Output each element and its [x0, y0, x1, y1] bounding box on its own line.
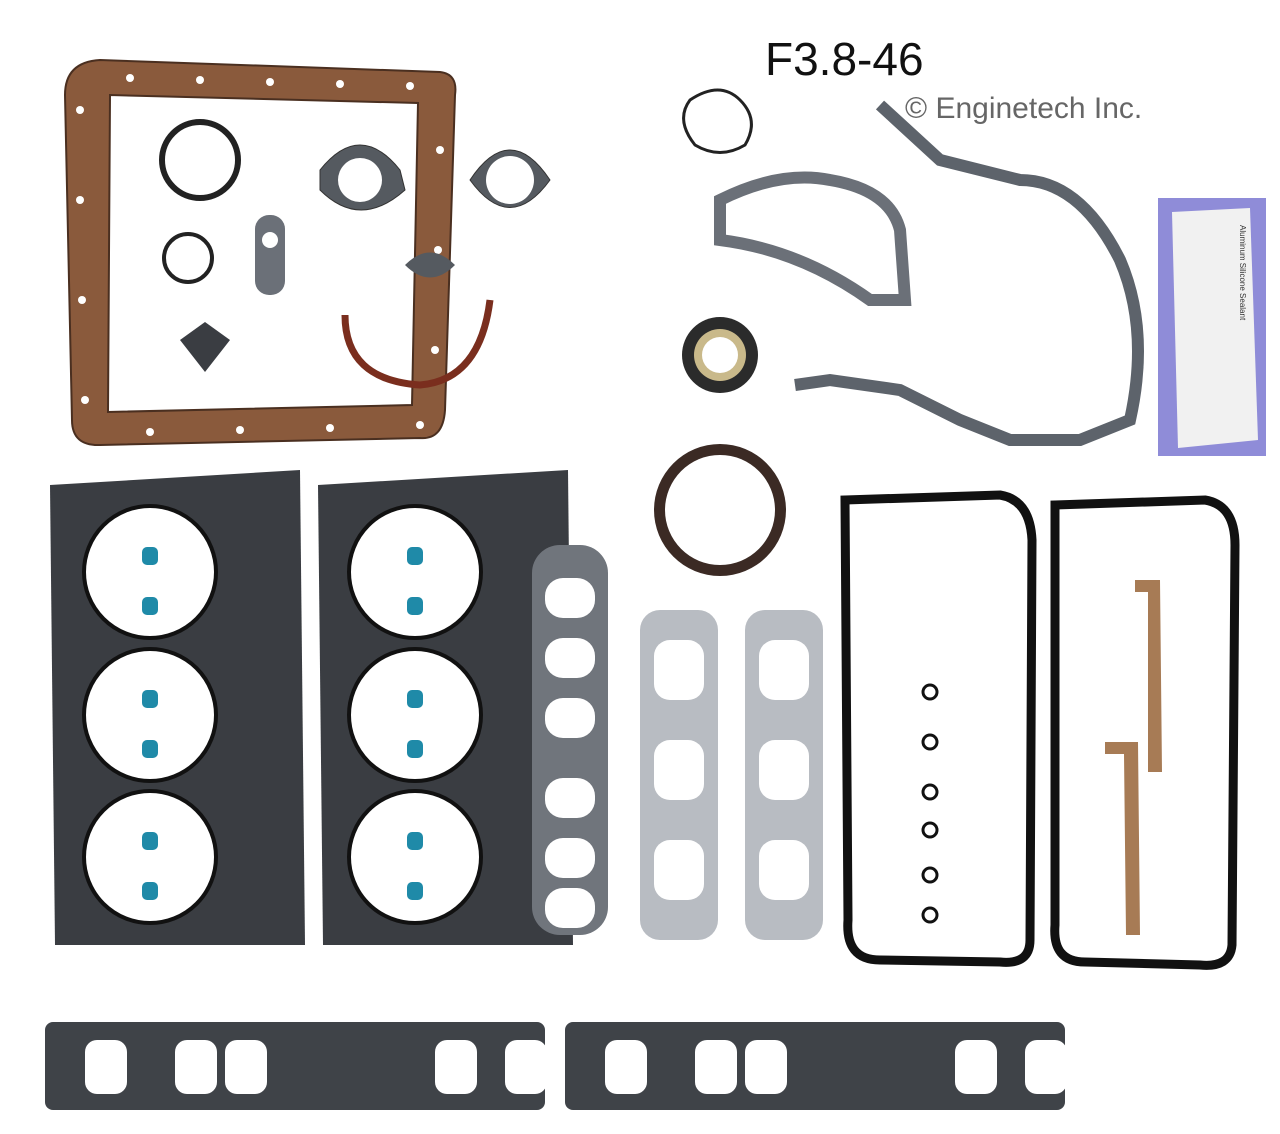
port-opening [545, 698, 595, 738]
valve-stem-seal [407, 597, 423, 615]
valve-stem-seal [407, 690, 423, 708]
bolt-hole [406, 82, 414, 90]
intake-port [745, 1040, 787, 1094]
bolt-hole [146, 428, 154, 436]
valve-seal-o-ring [921, 906, 939, 924]
valve-stem-seal [142, 597, 158, 615]
intake-port [225, 1040, 267, 1094]
oil-pan-bolt-holes [76, 74, 444, 436]
cylinder-bore [347, 504, 483, 640]
cylinder-bore [347, 647, 483, 783]
valve-seal-o-ring [921, 733, 939, 751]
copyright-watermark: © Enginetech Inc. [905, 92, 1143, 125]
exhaust-port [654, 640, 704, 700]
intake-port [695, 1040, 737, 1094]
bolt-hole [236, 426, 244, 434]
exhaust-port [654, 740, 704, 800]
valve-stem-seal [142, 690, 158, 708]
thermostat-seal [682, 88, 753, 154]
oil-pan-gasket [63, 58, 457, 447]
bolt-hole [266, 78, 274, 86]
exhaust-port [759, 840, 809, 900]
intake-port [85, 1040, 127, 1094]
cork-strip [1105, 742, 1140, 935]
port-opening [545, 778, 595, 818]
valve-stem-seal [142, 547, 158, 565]
valve-stem-seal [407, 740, 423, 758]
valve-stem-seal [407, 547, 423, 565]
iac-gasket [180, 322, 230, 372]
exhaust-port [654, 840, 704, 900]
exhaust-port [759, 740, 809, 800]
cylinder-bore [82, 789, 218, 925]
intake-port [1025, 1040, 1067, 1094]
o-ring-large [159, 119, 241, 201]
cylinder-bore [82, 504, 218, 640]
exhaust-port [759, 640, 809, 700]
intake-port [505, 1040, 547, 1094]
port-opening [545, 638, 595, 678]
valve-seal-o-ring [921, 866, 939, 884]
plenum-gasket [532, 545, 608, 935]
valve-seal-o-ring [921, 783, 939, 801]
bolt-hole [434, 246, 442, 254]
bolt-hole [78, 296, 86, 304]
port-opening [545, 578, 595, 618]
bolt-hole [81, 396, 89, 404]
intake-manifold-gasket [45, 1022, 545, 1110]
intake-port [175, 1040, 217, 1094]
valve-cover-gasket-right [1050, 495, 1240, 970]
intake-port [605, 1040, 647, 1094]
bolt-hole [76, 196, 84, 204]
valve-stem-seal [407, 832, 423, 850]
crescent-seal [341, 299, 494, 389]
sealant-packet: Aluminum Silicone Sealant [1158, 198, 1266, 456]
part-number: F3.8-46 [765, 33, 924, 85]
egr-gasket [255, 215, 285, 295]
valve-stem-seal [142, 882, 158, 900]
bolt-hole [196, 76, 204, 84]
bolt-hole [326, 424, 334, 432]
cylinder-bore [347, 789, 483, 925]
valve-stem-seal [142, 832, 158, 850]
intake-port [955, 1040, 997, 1094]
intake-port [435, 1040, 477, 1094]
bolt-hole [416, 421, 424, 429]
valve-seal-o-ring [921, 683, 939, 701]
bolt-hole [76, 106, 84, 114]
valve-cover-gasket-left [840, 490, 1037, 967]
bolt-hole [336, 80, 344, 88]
valve-seal-o-ring [921, 821, 939, 839]
timing-cover-gasket [794, 100, 1144, 446]
port-opening [545, 838, 595, 878]
cylinder-bore [82, 647, 218, 783]
port-opening [545, 888, 595, 928]
valve-stem-seal [142, 740, 158, 758]
cork-strip [1135, 580, 1162, 772]
o-ring-small [162, 232, 214, 284]
bolt-hole [431, 346, 439, 354]
bolt-hole [126, 74, 134, 82]
small-gasket [405, 252, 455, 278]
bolt-hole [436, 146, 444, 154]
valve-stem-seal [407, 882, 423, 900]
water-pump-gasket [714, 171, 912, 306]
intake-manifold-gasket [565, 1022, 1065, 1110]
sealant-label: Aluminum Silicone Sealant [1238, 225, 1247, 321]
